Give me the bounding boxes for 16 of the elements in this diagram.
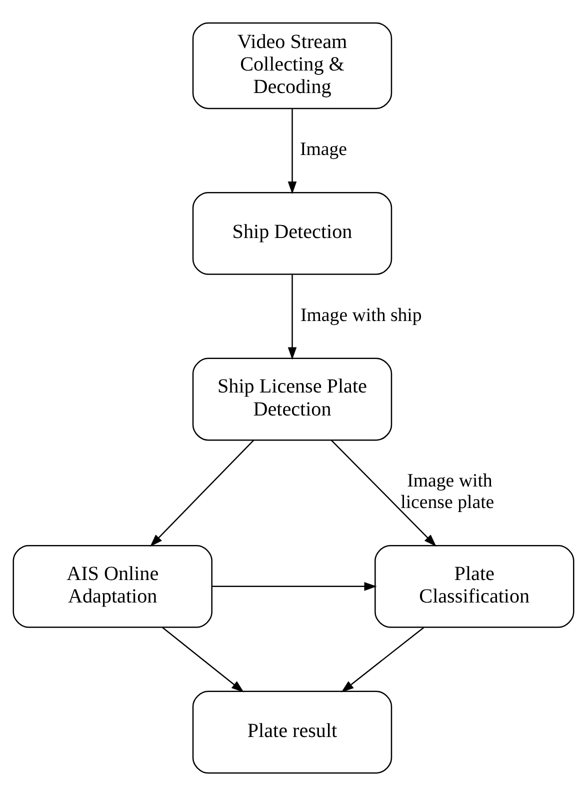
node-box: Ship License Plate Detection — [192, 358, 392, 441]
arrow — [288, 108, 297, 194]
node-box: Video Stream Collecting & Decoding — [192, 22, 392, 110]
arrow — [212, 582, 377, 591]
arrow — [330, 440, 436, 547]
arrow — [341, 627, 424, 692]
node-box: Ship Detection — [192, 192, 392, 275]
edge-label: Image with ship — [300, 304, 422, 326]
node-box: Plate Classification — [374, 544, 574, 628]
arrow — [288, 274, 297, 360]
node-box: AIS Online Adaptation — [12, 544, 212, 628]
node-box: Plate result — [192, 690, 392, 774]
arrow — [162, 627, 244, 692]
arrow — [150, 440, 254, 547]
edge-label: Image with license plate — [400, 470, 494, 513]
edge-label: Image — [300, 138, 348, 160]
